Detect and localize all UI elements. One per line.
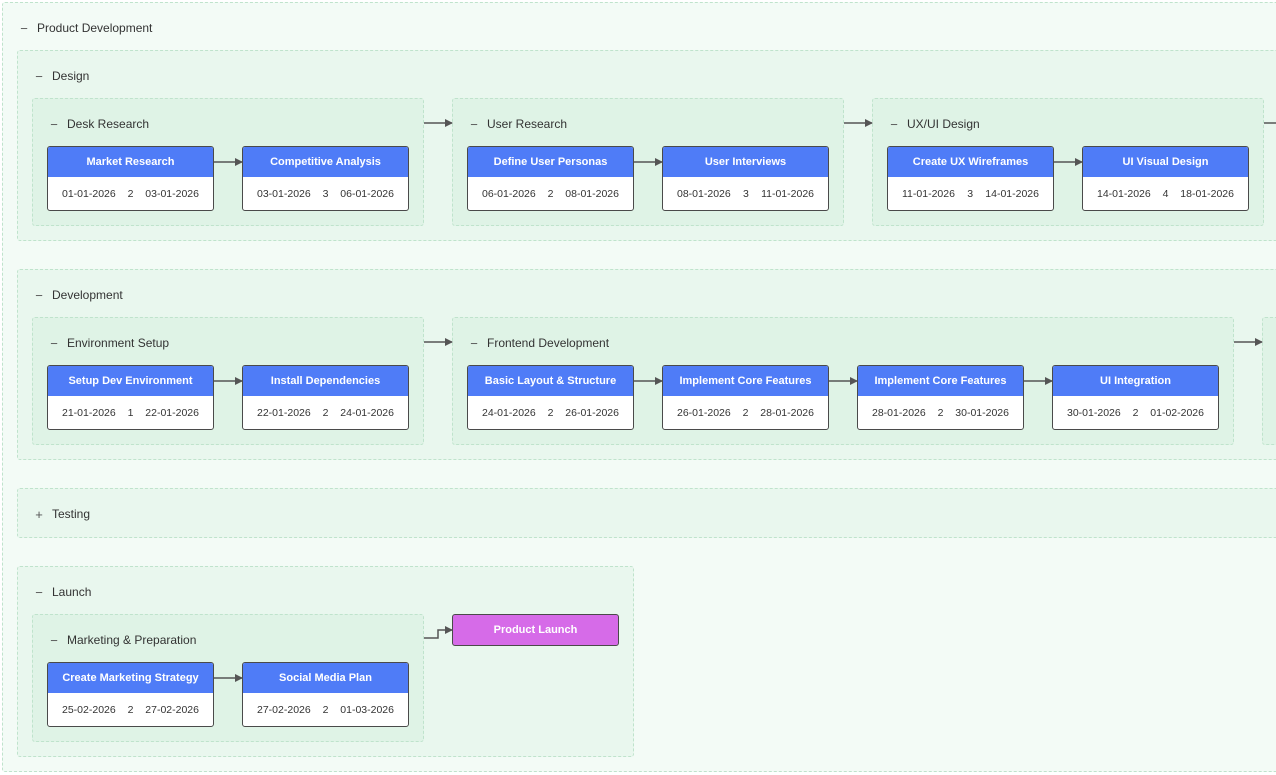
task-start: 08-01-2026	[677, 187, 731, 200]
task-name: Create UX Wireframes	[888, 147, 1053, 177]
task-name: Implement Core Features	[663, 366, 828, 396]
task-name: Basic Layout & Structure	[468, 366, 633, 396]
task-start: 22-01-2026	[257, 406, 311, 419]
task-duration: 1	[127, 406, 134, 419]
group-title: Marketing & Preparation	[67, 633, 197, 647]
group-testing: + Testing	[17, 488, 1276, 538]
group-title: Desk Research	[67, 117, 150, 131]
expand-icon[interactable]: +	[35, 506, 43, 522]
task-end: 03-01-2026	[145, 187, 199, 200]
task-duration: 4	[1162, 187, 1169, 200]
task-duration: 2	[547, 406, 554, 419]
collapse-icon[interactable]: −	[20, 20, 28, 36]
task-start: 24-01-2026	[482, 406, 536, 419]
task-end: 06-01-2026	[340, 187, 394, 200]
collapse-icon[interactable]: −	[35, 287, 43, 303]
group-title: Product Development	[37, 21, 153, 35]
task-ui-integration[interactable]: UI Integration 30-01-2026 2 01-02-2026	[1052, 365, 1219, 430]
task-start: 21-01-2026	[62, 406, 116, 419]
task-duration: 2	[322, 703, 329, 716]
collapse-icon[interactable]: −	[50, 335, 58, 351]
task-end: 14-01-2026	[985, 187, 1039, 200]
task-duration: 3	[742, 187, 749, 200]
task-name: Market Research	[48, 147, 213, 177]
task-duration: 2	[1132, 406, 1139, 419]
task-end: 27-02-2026	[145, 703, 199, 716]
task-name: UI Visual Design	[1083, 147, 1248, 177]
task-end: 30-01-2026	[955, 406, 1009, 419]
task-start: 01-01-2026	[62, 187, 116, 200]
group-title: Design	[52, 69, 90, 83]
collapse-icon[interactable]: −	[470, 116, 478, 132]
task-start: 30-01-2026	[1067, 406, 1121, 419]
task-duration: 2	[127, 703, 134, 716]
task-define-user-personas[interactable]: Define User Personas 06-01-2026 2 08-01-20…	[467, 146, 634, 211]
task-duration: 2	[547, 187, 554, 200]
collapse-icon[interactable]: −	[35, 584, 43, 600]
collapse-icon[interactable]: −	[890, 116, 898, 132]
task-duration: 2	[937, 406, 944, 419]
task-start: 06-01-2026	[482, 187, 536, 200]
task-competitive-analysis[interactable]: Competitive Analysis 03-01-2026 3 06-01-20…	[242, 146, 409, 211]
group-title: UX/UI Design	[907, 117, 980, 131]
task-start: 25-02-2026	[62, 703, 116, 716]
task-end: 24-01-2026	[340, 406, 394, 419]
task-name: Define User Personas	[468, 147, 633, 177]
group-title: Development	[52, 288, 123, 302]
task-name: Create Marketing Strategy	[48, 663, 213, 693]
task-end: 01-02-2026	[1150, 406, 1204, 419]
task-implement-core-features-2[interactable]: Implement Core Features 28-01-2026 2 30-01…	[857, 365, 1024, 430]
task-implement-core-features[interactable]: Implement Core Features 26-01-2026 2 28-01…	[662, 365, 829, 430]
collapse-icon[interactable]: −	[35, 68, 43, 84]
task-name: Install Dependencies	[243, 366, 408, 396]
task-duration: 2	[127, 187, 134, 200]
task-end: 22-01-2026	[145, 406, 199, 419]
task-user-interviews[interactable]: User Interviews 08-01-2026 3 11-01-2026	[662, 146, 829, 211]
collapse-icon[interactable]: −	[470, 335, 478, 351]
task-name: Implement Core Features	[858, 366, 1023, 396]
task-start: 27-02-2026	[257, 703, 311, 716]
task-name: UI Integration	[1053, 366, 1218, 396]
task-basic-layout-structure[interactable]: Basic Layout & Structure 24-01-2026 2 26-0…	[467, 365, 634, 430]
group-offscreen	[1262, 317, 1276, 445]
task-start: 26-01-2026	[677, 406, 731, 419]
task-duration: 3	[967, 187, 974, 200]
task-create-ux-wireframes[interactable]: Create UX Wireframes 11-01-2026 3 14-01-20…	[887, 146, 1054, 211]
task-duration: 2	[322, 406, 329, 419]
task-name: Setup Dev Environment	[48, 366, 213, 396]
task-end: 26-01-2026	[565, 406, 619, 419]
task-start: 14-01-2026	[1097, 187, 1151, 200]
group-title: User Research	[487, 117, 568, 131]
task-duration: 3	[322, 187, 329, 200]
task-start: 28-01-2026	[872, 406, 926, 419]
collapse-icon[interactable]: −	[50, 116, 58, 132]
task-name: User Interviews	[663, 147, 828, 177]
group-title: Frontend Development	[487, 336, 610, 350]
task-create-marketing-strategy[interactable]: Create Marketing Strategy 25-02-2026 2 27-…	[47, 662, 214, 727]
task-market-research[interactable]: Market Research 01-01-2026 2 03-01-2026	[47, 146, 214, 211]
task-start: 03-01-2026	[257, 187, 311, 200]
task-name: Social Media Plan	[243, 663, 408, 693]
task-start: 11-01-2026	[902, 187, 955, 200]
task-end: 28-01-2026	[760, 406, 814, 419]
task-end: 01-03-2026	[340, 703, 394, 716]
task-ui-visual-design[interactable]: UI Visual Design 14-01-2026 4 18-01-2026	[1082, 146, 1249, 211]
task-end: 11-01-2026	[761, 187, 814, 200]
task-name: Competitive Analysis	[243, 147, 408, 177]
milestone-product-launch[interactable]: Product Launch	[452, 614, 619, 646]
collapse-icon[interactable]: −	[50, 632, 58, 648]
task-social-media-plan[interactable]: Social Media Plan 27-02-2026 2 01-03-2026	[242, 662, 409, 727]
group-title: Environment Setup	[67, 336, 170, 350]
task-end: 08-01-2026	[565, 187, 619, 200]
task-end: 18-01-2026	[1180, 187, 1234, 200]
task-setup-dev-environment[interactable]: Setup Dev Environment 21-01-2026 1 22-01-2…	[47, 365, 214, 430]
group-title: Testing	[52, 507, 91, 521]
task-install-dependencies[interactable]: Install Dependencies 22-01-2026 2 24-01-20…	[242, 365, 409, 430]
task-duration: 2	[742, 406, 749, 419]
group-title: Launch	[52, 585, 92, 599]
